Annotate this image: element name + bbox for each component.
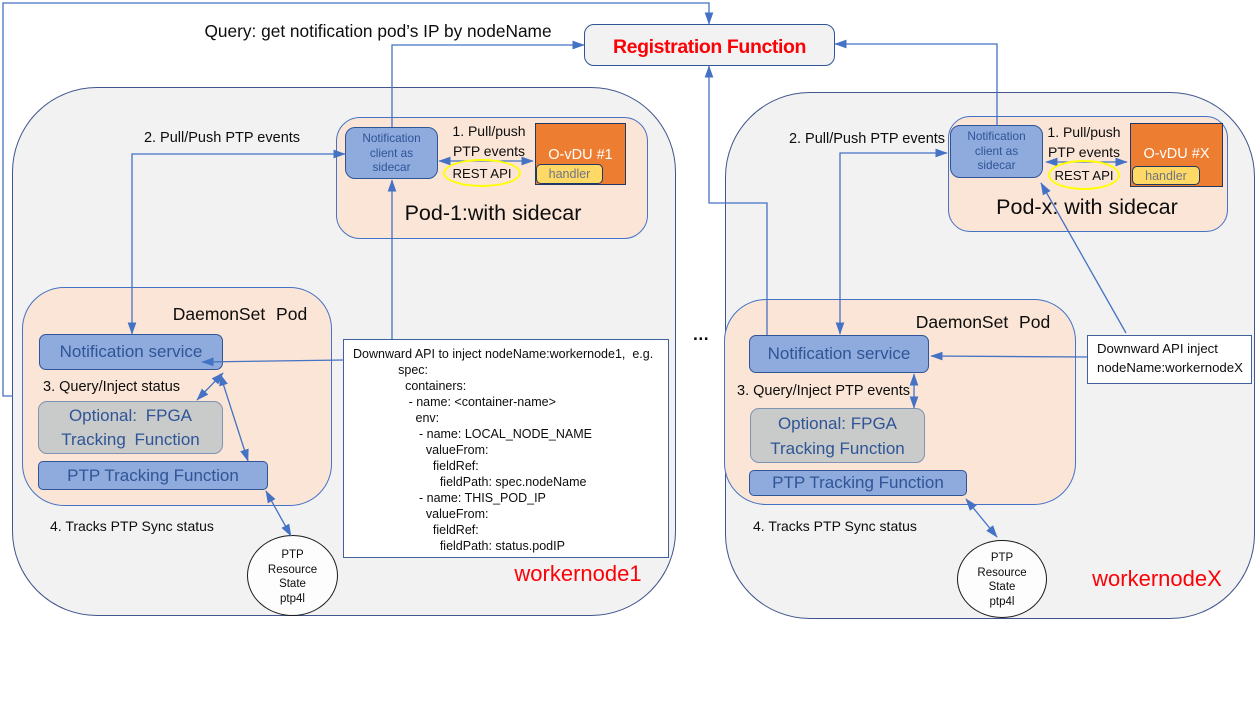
query-label: Query: get notification pod’s IP by node… [204,21,552,41]
query-inject-label-1: 3. Query/Inject status [43,379,181,395]
rest-api-ellipse-x: REST API [1048,160,1120,190]
notification-service-box-1: Notification service [39,334,223,370]
ellipsis-label: ... [693,324,710,344]
daemonset-pod-title-1: DaemonSet Pod [172,304,308,324]
registration-function-label: Registration Function [612,35,807,58]
fpga-tracking-box-1: Optional: FPGA Tracking Function [38,401,223,454]
query-inject-label-x: 3. Query/Inject PTP events [737,383,911,399]
tracks-label-x: 4. Tracks PTP Sync status [753,518,917,534]
workernodex-label: workernodeX [1092,566,1222,591]
rest-api-label-x: REST API [1054,167,1114,183]
ptp-resource-circle-x: PTP Resource State ptp4l [957,540,1047,618]
pull-push-events-label-x: 2. Pull/Push PTP events [788,131,946,147]
pod-x-title: Pod-x: with sidecar [996,195,1178,219]
handler-box-1: handler [536,164,603,184]
rest-api-label-1: REST API [452,165,512,181]
pod-1-title: Pod-1:with sidecar [404,201,582,225]
downward-api-box-1: Downward API to inject nodeName:workerno… [343,339,669,558]
workernode1-label: workernode1 [514,561,642,586]
pull-push-label-x: 1. Pull/push PTP events [1047,124,1121,160]
rest-api-ellipse-1: REST API [443,159,521,187]
handler-box-x: handler [1132,166,1200,185]
ptp-tracking-box-1: PTP Tracking Function [38,461,268,490]
pull-push-label-1: 1. Pull/push PTP events [452,123,526,159]
downward-api-box-x: Downward API inject nodeName:workernodeX [1087,335,1252,384]
daemonset-pod-title-x: DaemonSet Pod [915,312,1051,332]
notification-client-box-1: Notification client as sidecar [345,127,438,179]
pull-push-events-label-1: 2. Pull/Push PTP events [143,130,301,146]
ptp-resource-circle-1: PTP Resource State ptp4l [247,535,338,616]
notification-service-box-x: Notification service [749,335,929,373]
fpga-tracking-box-x: Optional: FPGA Tracking Function [750,408,925,463]
notification-client-box-x: Notification client as sidecar [950,125,1043,178]
ptp-tracking-box-x: PTP Tracking Function [749,470,967,496]
tracks-label-1: 4. Tracks PTP Sync status [50,518,214,534]
